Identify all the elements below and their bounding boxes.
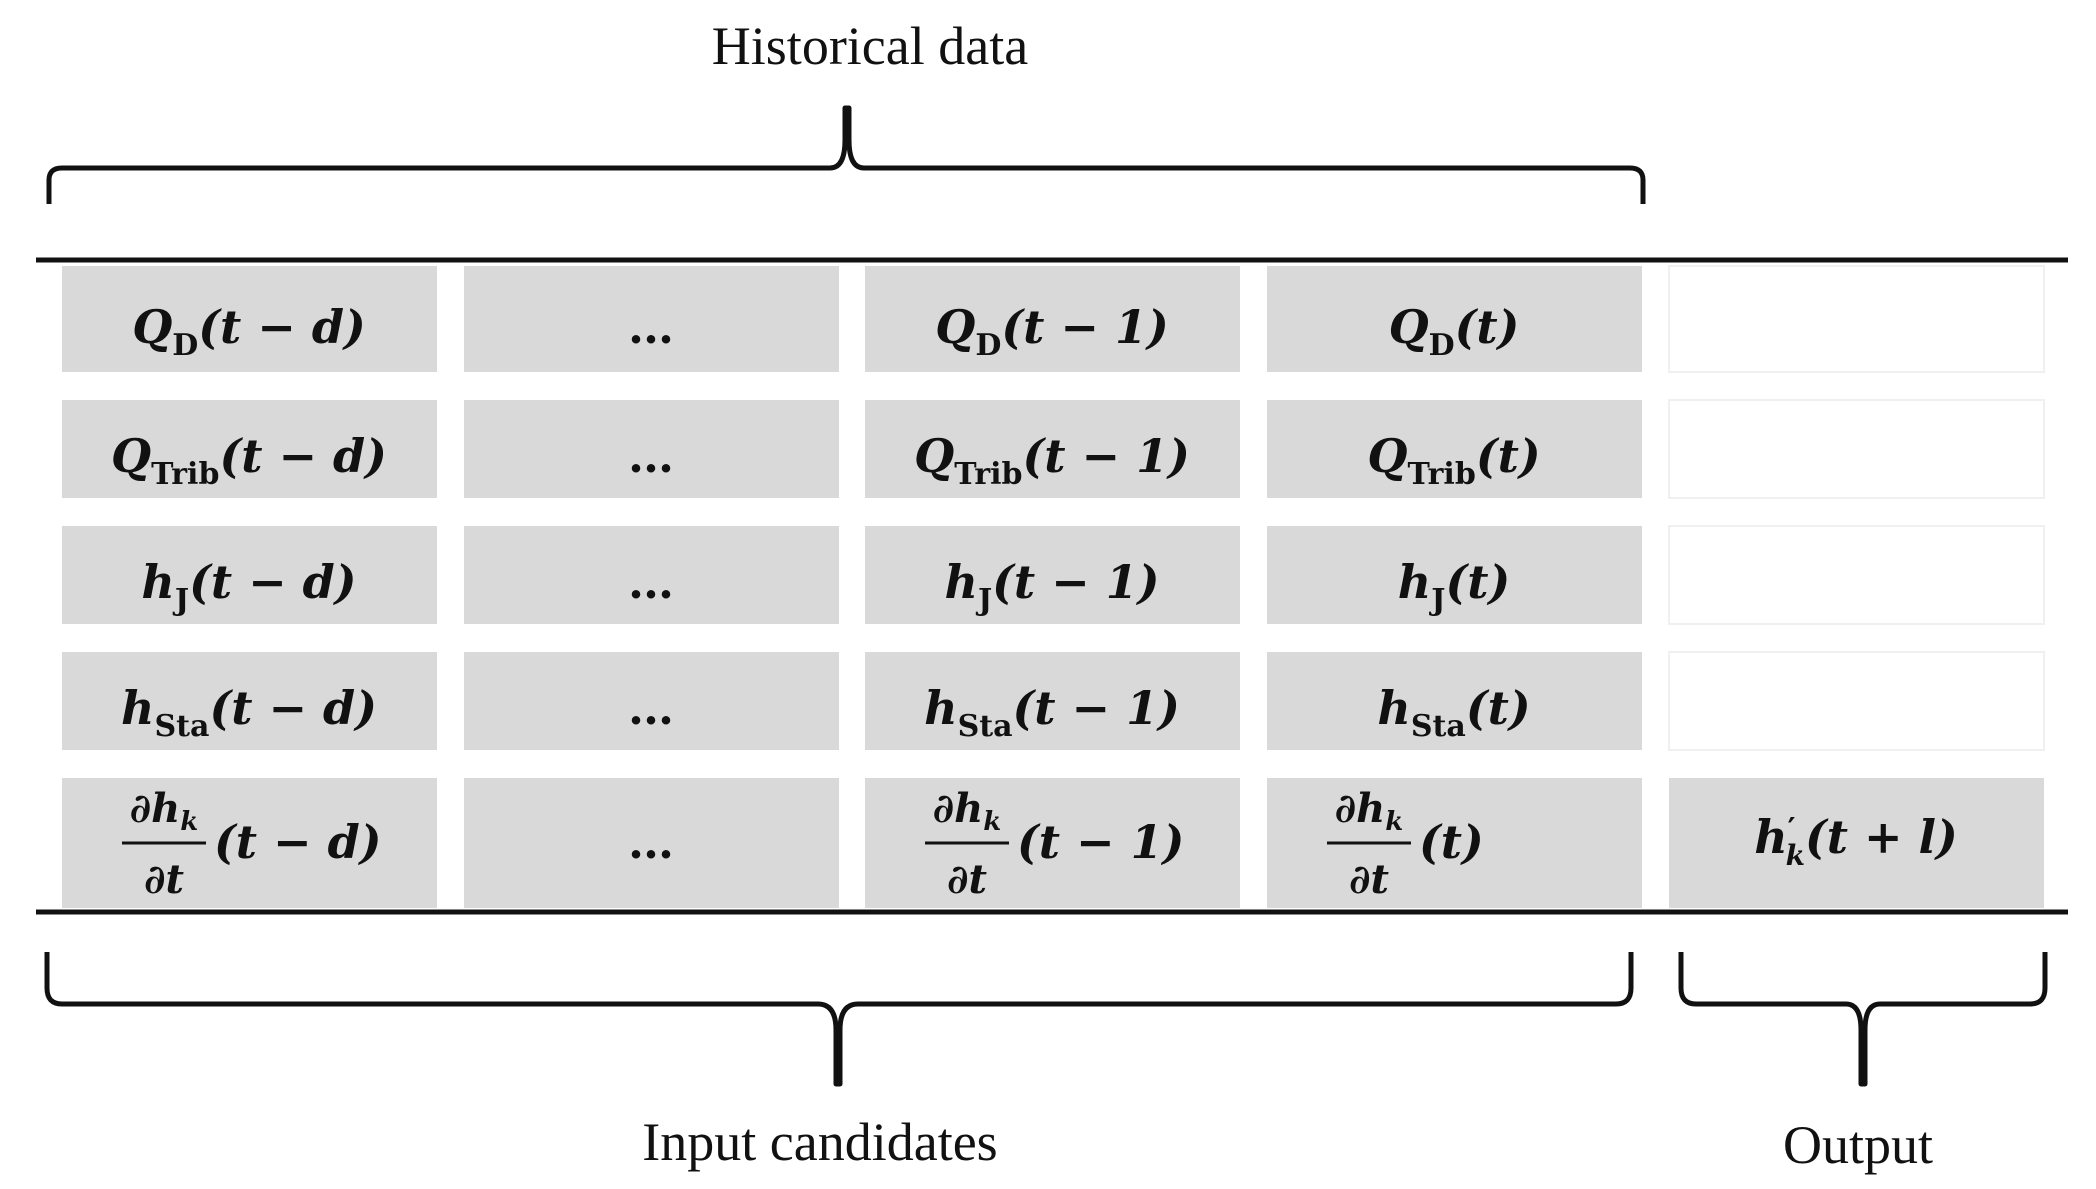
table-cell: hJ(t − d) [141, 555, 356, 618]
output-label: Output [1783, 1115, 1933, 1175]
table-cell: hJ(t) [1398, 555, 1510, 618]
table-cell: hSta(t) [1377, 681, 1530, 744]
table-cell: QD(t) [1389, 300, 1520, 363]
table-cell: QTrib(t − d) [111, 429, 387, 492]
table-cell: QD(t − 1) [935, 300, 1168, 363]
derivative-denominator: ∂t [1349, 856, 1389, 903]
table-cell: … [628, 681, 674, 735]
cell-grid [62, 265, 2045, 908]
historical-data-label: Historical data [712, 16, 1028, 76]
derivative-numerator: ∂hk [933, 785, 1001, 837]
input-candidates-brace [44, 952, 1634, 1087]
table-cell: … [628, 555, 674, 609]
derivative-args: (t − d) [214, 815, 382, 869]
table-cell: hSta(t − 1) [924, 681, 1180, 744]
derivative-numerator: ∂hk [1335, 785, 1403, 837]
derivative-denominator: ∂t [144, 856, 184, 903]
table-cell: hSta(t − d) [121, 681, 377, 744]
table-cell: QTrib(t − 1) [914, 429, 1190, 492]
input-candidates-label: Input candidates [642, 1112, 997, 1172]
historical-data-brace [46, 105, 1646, 204]
derivative-numerator: ∂hk [130, 785, 198, 837]
output-brace [1678, 952, 2048, 1087]
table-cell: … [628, 429, 674, 483]
table-cell: … [628, 300, 674, 354]
output-formula: h′k(t + l) [1754, 810, 1958, 872]
table-cell: … [628, 815, 674, 869]
cell-text-layer: QD(t − d) … QD(t − 1) QD(t) QTrib(t − d) … QTr… [111, 300, 1958, 903]
table-cell: QTrib(t) [1367, 429, 1540, 492]
table-cell: QD(t − d) [132, 300, 366, 363]
derivative-args: (t) [1419, 815, 1484, 869]
derivative-denominator: ∂t [947, 856, 987, 903]
derivative-args: (t − 1) [1017, 815, 1184, 869]
table-cell: hJ(t − 1) [944, 555, 1159, 618]
